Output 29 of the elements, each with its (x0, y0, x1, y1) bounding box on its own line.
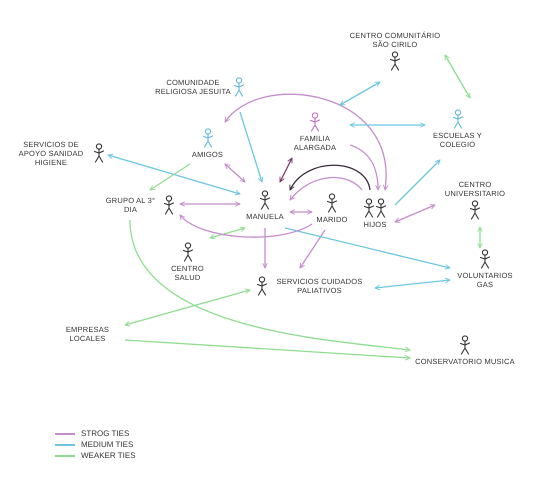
arrow (224, 94, 388, 190)
arrow (284, 227, 450, 270)
arrow (374, 278, 450, 290)
arrow (340, 81, 380, 106)
legend-label: MEDIUM TIES (81, 440, 134, 449)
arrow (394, 160, 440, 206)
arrow (394, 204, 436, 223)
arrow (350, 144, 381, 190)
arrow (150, 163, 190, 191)
legend-label: WEAKER TIES (81, 451, 136, 460)
arrow (108, 154, 240, 196)
arrow (180, 214, 312, 238)
arrow (444, 54, 471, 98)
arrow (180, 201, 240, 207)
arrow (289, 164, 371, 190)
arrow (224, 164, 246, 182)
arrow (129, 220, 410, 352)
arrow (279, 158, 293, 182)
arrow (124, 339, 410, 361)
arrow (350, 122, 426, 128)
arrow (210, 226, 246, 240)
arrow (239, 112, 264, 182)
arrow (299, 230, 326, 268)
arrow (477, 226, 483, 248)
arrow (262, 228, 268, 268)
arrow (290, 209, 312, 215)
arrow (290, 176, 362, 200)
legend-label: STROG TIES (81, 429, 130, 438)
arrow (124, 288, 250, 326)
